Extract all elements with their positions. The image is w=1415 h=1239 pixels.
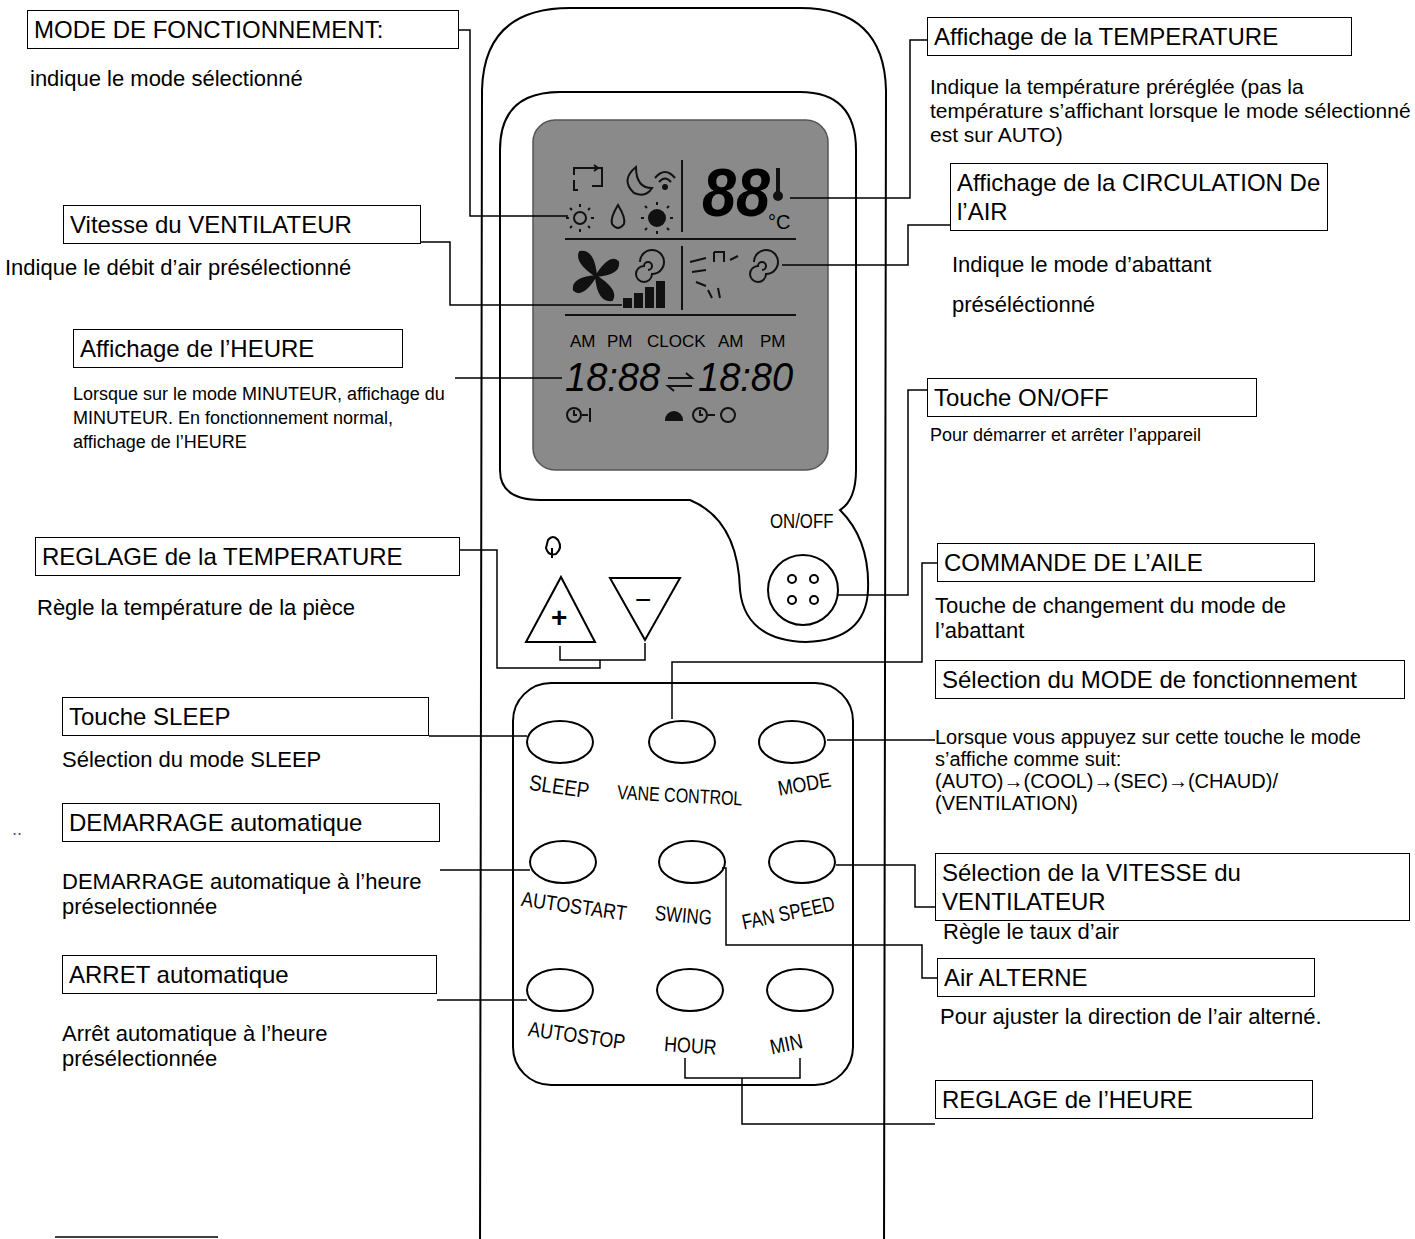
callout-description: Sélection du mode SLEEP — [62, 747, 442, 772]
lcd-screen — [533, 120, 828, 470]
button-label: VANE CONTROL — [617, 782, 743, 809]
callout-description: Pour ajuster la direction de l’air alter… — [940, 1004, 1360, 1029]
callout-title: MODE DE FONCTIONNEMENT: — [27, 10, 459, 49]
button-label: AUTOSTOP — [527, 1018, 627, 1052]
callout-box: COMMANDE DE L’AILETouche de changement d… — [937, 543, 1315, 582]
lcd-pm: PM — [760, 333, 786, 350]
button-label: SLEEP — [528, 772, 591, 802]
callout-box: Sélection du MODE de fonctionnementLorsq… — [935, 660, 1405, 699]
callout-title: DEMARRAGE automatique — [62, 803, 440, 842]
callout-title: Touche ON/OFF — [927, 378, 1257, 417]
callout-box: REGLAGE de l’HEURE — [935, 1080, 1313, 1119]
callout-description: Indique la température préréglée (pas la… — [930, 75, 1415, 147]
callout-description: Indique le débit d’air présélectionné — [5, 255, 425, 280]
timer-icons — [567, 408, 735, 422]
button-label: AUTOSTART — [520, 888, 628, 924]
lcd-clock: CLOCK — [647, 333, 706, 350]
callout-title: Affichage de la TEMPERATURE — [927, 17, 1352, 56]
callout-description: DEMARRAGE automatique à l’heure préselec… — [62, 869, 442, 919]
button-label: MODE — [776, 769, 832, 799]
callout-box: Affichage de la CIRCULATION De l’AIRIndi… — [950, 163, 1328, 231]
callout-title: Affichage de l’HEURE — [73, 329, 403, 368]
button-label: MIN — [768, 1030, 804, 1057]
panel-buttons — [527, 721, 835, 1011]
callout-description: indique le mode sélectionné — [30, 66, 460, 91]
callout-title: REGLAGE de la TEMPERATURE — [35, 537, 460, 576]
callout-title: Touche SLEEP — [62, 697, 429, 736]
button-label: SWING — [654, 902, 713, 928]
lcd-am: AM — [570, 333, 596, 350]
temperature-buttons — [526, 537, 680, 642]
callout-box: Sélection de la VITESSE du VENTILATEURRè… — [935, 853, 1410, 921]
callout-box: Air ALTERNEPour ajuster la direction de … — [937, 958, 1315, 997]
callout-box: Affichage de l’HEURELorsque sur le mode … — [73, 329, 403, 368]
lcd-am: AM — [718, 333, 744, 350]
button-label: HOUR — [664, 1033, 718, 1058]
lcd-temperature: 88 — [702, 158, 770, 226]
stray-mark: .. — [12, 820, 22, 838]
callout-box: REGLAGE de la TEMPERATURERègle la tempér… — [35, 537, 460, 576]
remote-housing — [480, 8, 886, 1239]
callout-box: Vitesse du VENTILATEURIndique le débit d… — [63, 205, 421, 244]
on-off-button — [768, 555, 838, 625]
button-panel — [513, 683, 853, 1085]
callout-box: ARRET automatiqueArrêt automatique à l’h… — [62, 955, 437, 994]
button-label: ON/OFF — [770, 510, 833, 531]
callout-title: REGLAGE de l’HEURE — [935, 1080, 1313, 1119]
callout-box: Touche ON/OFFPour démarrer et arrêter l’… — [927, 378, 1257, 417]
callout-box: Touche SLEEPSélection du mode SLEEP — [62, 697, 429, 736]
display-bezel — [500, 92, 868, 642]
lcd-time: 18:80 — [698, 357, 793, 397]
callout-description: Lorsque vous appuyez sur cette touche le… — [935, 726, 1411, 814]
callout-description: Pour démarrer et arrêter l’appareil — [930, 423, 1350, 448]
callout-title: COMMANDE DE L’AILE — [937, 543, 1315, 582]
callout-description: Règle la température de la pièce — [37, 595, 467, 620]
callout-title: Sélection de la VITESSE du VENTILATEUR — [935, 853, 1410, 921]
callout-box: Affichage de la TEMPERATUREIndique la te… — [927, 17, 1352, 56]
callout-description: Règle le taux d’air — [943, 919, 1343, 944]
callout-title: ARRET automatique — [62, 955, 437, 994]
button-label: − — [635, 586, 651, 614]
callout-description: Indique le mode d’abattant préséléctionn… — [952, 245, 1292, 325]
lcd-unit: °C — [768, 212, 790, 232]
callout-title: Vitesse du VENTILATEUR — [63, 205, 421, 244]
callout-box: MODE DE FONCTIONNEMENT:indique le mode s… — [27, 10, 459, 49]
callout-description: Arrêt automatique à l’heure présélection… — [62, 1021, 442, 1071]
callout-description: Touche de changement du mode de l’abatta… — [935, 593, 1375, 643]
leader-lines — [55, 30, 950, 1237]
callout-box: DEMARRAGE automatiqueDEMARRAGE automatiq… — [62, 803, 440, 842]
lcd-pm: PM — [607, 333, 633, 350]
callout-title: Affichage de la CIRCULATION De l’AIR — [950, 163, 1328, 231]
callout-title: Sélection du MODE de fonctionnement — [935, 660, 1405, 699]
button-label: FAN SPEED — [740, 892, 837, 932]
lcd-time: 18:88 — [565, 357, 660, 397]
callout-title: Air ALTERNE — [937, 958, 1315, 997]
button-label: + — [551, 604, 567, 632]
callout-description: Lorsque sur le mode MINUTEUR, affichage … — [73, 382, 458, 454]
